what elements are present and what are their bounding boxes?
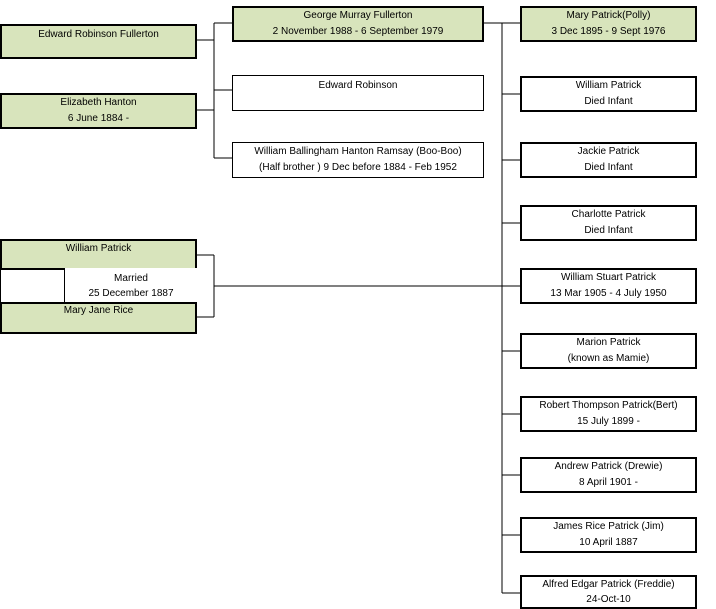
person-andrew-patrick: Andrew Patrick (Drewie) 8 April 1901 - — [520, 457, 697, 493]
person-charlotte-patrick: Charlotte Patrick Died Infant — [520, 205, 697, 241]
marriage-box: Married 25 December 1887 — [64, 268, 197, 304]
person-name: William Patrick — [575, 80, 642, 91]
person-name: Alfred Edgar Patrick (Freddie) — [542, 579, 675, 590]
left-border-line — [0, 268, 1, 304]
person-marion-patrick: Marion Patrick (known as Mamie) — [520, 333, 697, 369]
person-elizabeth-hanton: Elizabeth Hanton 6 June 1884 - — [0, 93, 197, 129]
person-dates: (Half brother ) 9 Dec before 1884 - Feb … — [259, 162, 457, 173]
person-name: William Ballingham Hanton Ramsay (Boo-Bo… — [254, 146, 462, 157]
person-dates: 8 April 1901 - — [579, 477, 638, 488]
person-george-murray-fullerton: George Murray Fullerton 2 November 1988 … — [232, 6, 484, 42]
person-name: Mary Patrick(Polly) — [566, 10, 651, 21]
person-william-stuart-patrick: William Stuart Patrick 13 Mar 1905 - 4 J… — [520, 268, 697, 304]
person-alfred-edgar-patrick: Alfred Edgar Patrick (Freddie) 24-Oct-10 — [520, 575, 697, 609]
person-name: William Stuart Patrick — [560, 272, 656, 283]
person-dates: 24-Oct-10 — [586, 594, 631, 605]
person-mary-jane-rice: Mary Jane Rice — [0, 302, 197, 334]
person-dates: 13 Mar 1905 - 4 July 1950 — [550, 288, 667, 299]
person-william-patrick-senior: William Patrick — [0, 239, 197, 270]
person-dates: 15 July 1899 - — [577, 416, 640, 427]
person-william-patrick-infant: William Patrick Died Infant — [520, 76, 697, 112]
person-edward-robinson: Edward Robinson — [232, 75, 484, 111]
person-name: Marion Patrick — [576, 337, 641, 348]
person-william-ballingham-hanton-ramsay: William Ballingham Hanton Ramsay (Boo-Bo… — [232, 142, 484, 178]
person-dates: Died Infant — [584, 225, 633, 236]
person-dates: (known as Mamie) — [567, 353, 650, 364]
marriage-label: Married — [114, 273, 148, 284]
person-dates: 2 November 1988 - 6 September 1979 — [272, 26, 444, 37]
person-dates: 6 June 1884 - — [67, 113, 130, 124]
person-name: Robert Thompson Patrick(Bert) — [539, 400, 678, 411]
person-dates: 3 Dec 1895 - 9 Sept 1976 — [551, 26, 666, 37]
person-dates: 10 April 1887 — [579, 537, 638, 548]
person-name: Charlotte Patrick — [571, 209, 646, 220]
person-name: James Rice Patrick (Jim) — [553, 521, 664, 532]
person-james-rice-patrick: James Rice Patrick (Jim) 10 April 1887 — [520, 517, 697, 553]
person-dates: Died Infant — [584, 96, 633, 107]
person-name: Andrew Patrick (Drewie) — [554, 461, 663, 472]
person-name: Elizabeth Hanton — [60, 97, 137, 108]
person-robert-thompson-patrick: Robert Thompson Patrick(Bert) 15 July 18… — [520, 396, 697, 432]
marriage-date: 25 December 1887 — [88, 288, 174, 299]
person-name: Mary Jane Rice — [63, 305, 134, 316]
person-name: Edward Robinson — [318, 80, 398, 91]
person-dates: Died Infant — [584, 162, 633, 173]
person-name: George Murray Fullerton — [303, 10, 413, 21]
person-edward-robinson-fullerton: Edward Robinson Fullerton — [0, 24, 197, 59]
person-jackie-patrick: Jackie Patrick Died Infant — [520, 142, 697, 178]
person-name: Jackie Patrick — [577, 146, 640, 157]
person-name: Edward Robinson Fullerton — [38, 29, 159, 40]
person-mary-patrick-polly: Mary Patrick(Polly) 3 Dec 1895 - 9 Sept … — [520, 6, 697, 42]
person-name: William Patrick — [65, 243, 132, 254]
